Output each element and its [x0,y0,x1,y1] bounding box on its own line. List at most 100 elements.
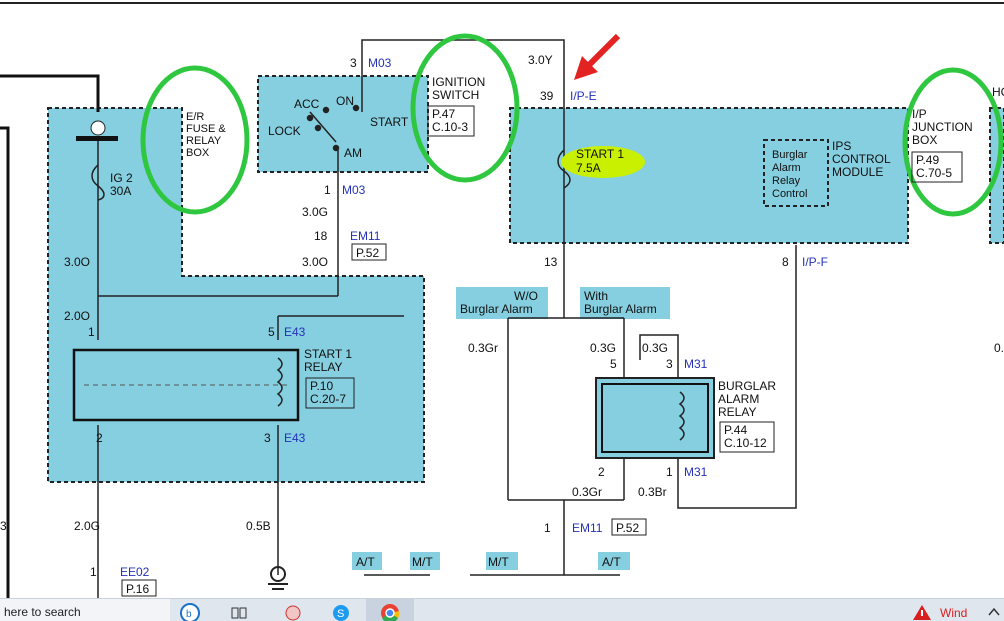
er-box-label-4: BOX [186,147,210,159]
wo-alarm-1: W/O [514,289,538,303]
ips-label-1: IPS [832,139,851,153]
em11-bot-ref: P.52 [616,521,639,535]
wire-2-0o: 2.0O [64,309,90,323]
wire-0-3g-b: 0.3G [642,341,668,355]
em11-top-conn: EM11 [350,229,381,243]
cortana-icon[interactable]: b [178,603,202,621]
burglar-control-4: Control [772,188,807,200]
sr-pin2: 2 [96,431,103,445]
ign-label-2: SWITCH [432,88,479,102]
ign-start: START [370,115,409,129]
tag-at-2: A/T [602,555,621,569]
tag-mt-2: M/T [488,555,509,569]
edge-label-right-mid: 0. [994,341,1004,355]
edge-label-left-mid: 3 [0,519,7,533]
svg-text:S: S [337,608,344,620]
burglar-control-1: Burglar [772,149,808,161]
edge-label-right-top: HC [992,85,1004,99]
em11-bot-pin: 1 [544,521,551,535]
wire-0-3g-a: 0.3G [590,341,616,355]
wire-3-0o-a: 3.0O [64,255,90,269]
ipjb-ref-1: P.49 [916,153,939,167]
app-icon[interactable] [282,603,304,621]
em11-bot-conn: EM11 [572,521,603,535]
fuse-ig2-rating: 30A [110,184,131,198]
ign-am: AM [344,146,362,160]
circle-er-box [140,65,250,215]
windows-taskbar: here to search b S Wind [0,598,1004,621]
em11-top-ref: P.52 [356,246,379,260]
ground-icon [268,566,288,590]
highlight-start1-fuse [561,146,645,178]
fuse-ig2-name: IG 2 [110,171,133,185]
ign-pin-bottom: 1 [324,183,331,197]
er-box-label-3: RELAY [186,135,222,147]
sr-label-1: START 1 [304,347,352,361]
task-view-icon[interactable] [230,603,248,621]
chrome-icon[interactable] [378,603,402,621]
br-pin1: 1 [666,465,673,479]
ee02-ref: P.16 [126,582,149,596]
chevron-up-icon[interactable] [986,603,1002,621]
red-arrow-icon [574,33,621,80]
circle-ip-junction [902,67,1004,217]
burglar-control-3: Relay [772,175,801,187]
em11-top-pin: 18 [314,229,328,243]
wire-3-0g: 3.0G [302,205,328,219]
ignition-switch-box [257,75,429,173]
sr-pin5: 5 [268,325,275,339]
ign-on: ON [336,94,354,108]
br-pin3: 3 [666,357,673,371]
ign-conn-bottom: M03 [342,183,366,197]
wire-0-3gr-a: 0.3Gr [468,341,498,355]
taskbar-search-box[interactable]: here to search [0,599,170,621]
ee02-pin: 1 [90,565,97,579]
br-label-1: BURGLAR [718,379,776,393]
br-ref-1: P.44 [724,423,747,437]
sr-pin1: 1 [88,325,95,339]
ip-pin-out2: 8 [782,255,789,269]
ee02-conn: EE02 [120,565,150,579]
ign-lock: LOCK [268,124,301,138]
sr-pin3: 3 [264,431,271,445]
ipjb-label-1: I/P [912,107,927,121]
er-fuse-relay-box [47,107,425,483]
ip-conn-out2: I/P-F [802,255,828,269]
start1-fuse-name: START 1 [576,147,624,161]
burglar-relay-box [595,377,715,459]
ipjb-label-2: JUNCTION [912,120,973,134]
ips-module-box [763,139,829,207]
wire-0-5b: 0.5B [246,519,271,533]
ign-acc: ACC [294,97,320,111]
ign-conn-top: M03 [368,56,392,70]
wiring-diagram: E/R FUSE & RELAY BOX IG 2 30A 3 M03 IGNI… [0,2,1004,598]
wire-3-0o-b: 3.0O [302,255,328,269]
wire-3-0y: 3.0Y [528,53,553,67]
ip-conn-in: I/P-E [570,89,597,103]
ign-ref-2: C.10-3 [432,120,468,134]
br-ref-2: C.10-12 [724,436,767,450]
with-alarm-tag [580,287,670,319]
wo-alarm-tag [456,287,548,319]
wire-2-0g: 2.0G [74,519,100,533]
br-conn-top: M31 [684,357,708,371]
wire-0-3gr-b: 0.3Gr [572,485,602,499]
ip-pin-out: 13 [544,255,558,269]
wo-alarm-2: Burglar Alarm [460,302,533,316]
sr-conn-bottom: E43 [284,431,306,445]
er-box-label-1: E/R [186,111,204,123]
taskbar-alert-text[interactable]: Wind [940,606,968,620]
ip-pin-in: 39 [540,89,554,103]
br-pin2: 2 [598,465,605,479]
warning-icon[interactable] [912,603,932,621]
circle-ignition-switch [410,33,520,183]
skype-icon[interactable]: S [330,603,352,621]
sr-label-2: RELAY [304,360,342,374]
br-pin5: 5 [610,357,617,371]
sr-conn-top: E43 [284,325,306,339]
tag-mt-1: M/T [412,555,433,569]
ign-label-1: IGNITION [432,75,485,89]
sr-ref-2: C.20-7 [310,392,346,406]
svg-text:b: b [186,609,192,620]
sr-ref-1: P.10 [310,379,333,393]
